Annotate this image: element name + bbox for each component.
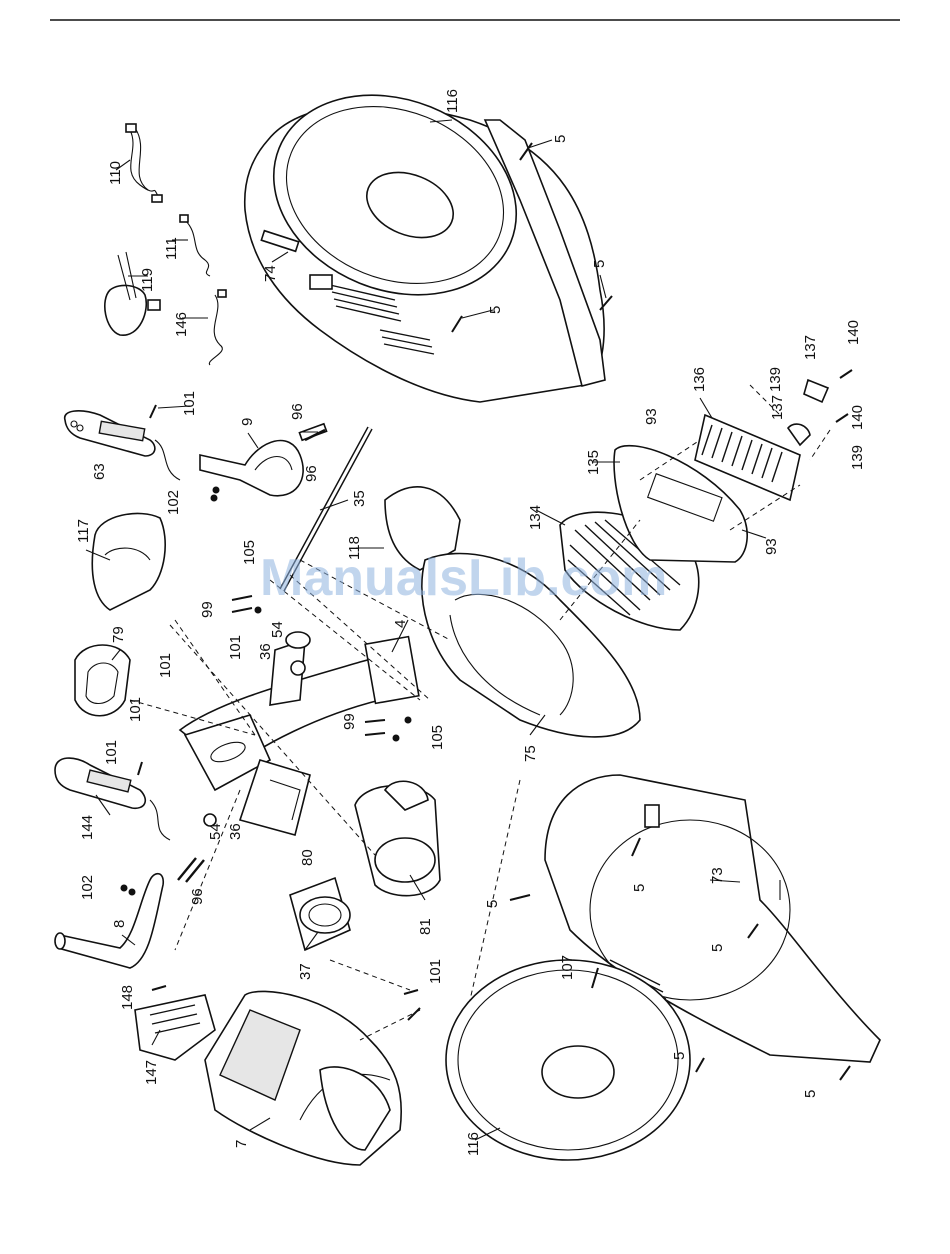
callout-35: 35 — [351, 490, 368, 507]
handlebar-grip-144 — [55, 758, 170, 840]
clip-137 — [788, 380, 828, 445]
callout-140a: 140 — [845, 320, 862, 345]
callout-5c: 5 — [487, 306, 504, 314]
lower-handlebar-8 — [55, 874, 163, 968]
callout-99a: 99 — [199, 601, 216, 618]
callout-5h: 5 — [802, 1090, 819, 1098]
callout-119: 119 — [139, 268, 156, 292]
callout-99b: 99 — [341, 713, 358, 730]
callout-96a: 96 — [289, 403, 306, 420]
handlebar-grip-63 — [65, 411, 180, 480]
callout-101e: 101 — [103, 740, 120, 765]
console-7 — [205, 991, 401, 1165]
callout-96b: 96 — [303, 465, 320, 482]
callout-5d: 5 — [484, 900, 501, 908]
callout-102a: 102 — [165, 490, 182, 515]
callout-101d: 101 — [127, 697, 144, 722]
callout-139a: 139 — [767, 367, 784, 392]
callout-5b: 5 — [591, 260, 608, 268]
callout-137a: 137 — [802, 335, 819, 360]
callout-147: 147 — [143, 1060, 160, 1085]
callout-5g: 5 — [671, 1052, 688, 1060]
callout-5f: 5 — [709, 944, 726, 952]
callout-36a: 36 — [257, 643, 274, 660]
callout-110: 110 — [107, 161, 124, 185]
callout-93b: 93 — [763, 538, 780, 555]
callout-101f: 101 — [427, 959, 444, 984]
callout-139b: 139 — [849, 445, 866, 470]
callout-146: 146 — [173, 312, 190, 337]
bracket-147 — [135, 995, 215, 1060]
callout-8: 8 — [111, 920, 128, 928]
cover-79 — [75, 645, 130, 716]
callout-101a: 101 — [181, 391, 198, 416]
watermark-text: ManualsLib.com — [260, 549, 667, 607]
callout-116b: 116 — [465, 1132, 482, 1156]
callout-80: 80 — [299, 849, 316, 866]
callout-102b: 102 — [79, 875, 96, 900]
callout-136: 136 — [691, 367, 708, 392]
callout-54a: 54 — [269, 621, 286, 638]
callout-37: 37 — [297, 963, 314, 980]
callout-74: 74 — [262, 265, 279, 282]
callout-9: 9 — [239, 418, 256, 426]
callout-148: 148 — [119, 985, 136, 1010]
callout-93a: 93 — [643, 408, 660, 425]
callout-75: 75 — [522, 745, 539, 762]
upper-shroud-part — [244, 60, 605, 402]
callout-73: 73 — [709, 867, 726, 884]
upper-handlebar-9 — [200, 424, 327, 496]
callout-7: 7 — [233, 1140, 250, 1148]
callout-81: 81 — [417, 918, 434, 935]
callout-111: 111 — [163, 237, 180, 260]
callout-134: 134 — [527, 505, 544, 530]
sleeve-37 — [290, 878, 350, 950]
callout-101b: 101 — [227, 635, 244, 660]
callout-105b: 105 — [429, 725, 446, 750]
callout-79: 79 — [110, 626, 127, 643]
callout-137b: 137 — [769, 395, 786, 420]
callout-140b: 140 — [849, 405, 866, 430]
callout-105a: 105 — [241, 540, 258, 565]
callout-5a: 5 — [552, 135, 569, 143]
lower-shroud-116 — [446, 960, 690, 1160]
cover-117 — [92, 513, 165, 610]
callout-101c: 101 — [157, 653, 174, 678]
callout-36b: 36 — [227, 823, 244, 840]
callout-116a: 116 — [444, 89, 461, 113]
bracket-81 — [355, 781, 440, 895]
callout-5e: 5 — [631, 884, 648, 892]
callout-96c: 96 — [189, 888, 206, 905]
callout-107: 107 — [559, 955, 576, 980]
callout-63: 63 — [91, 463, 108, 480]
callout-117: 117 — [75, 519, 92, 543]
callout-144: 144 — [79, 815, 96, 840]
